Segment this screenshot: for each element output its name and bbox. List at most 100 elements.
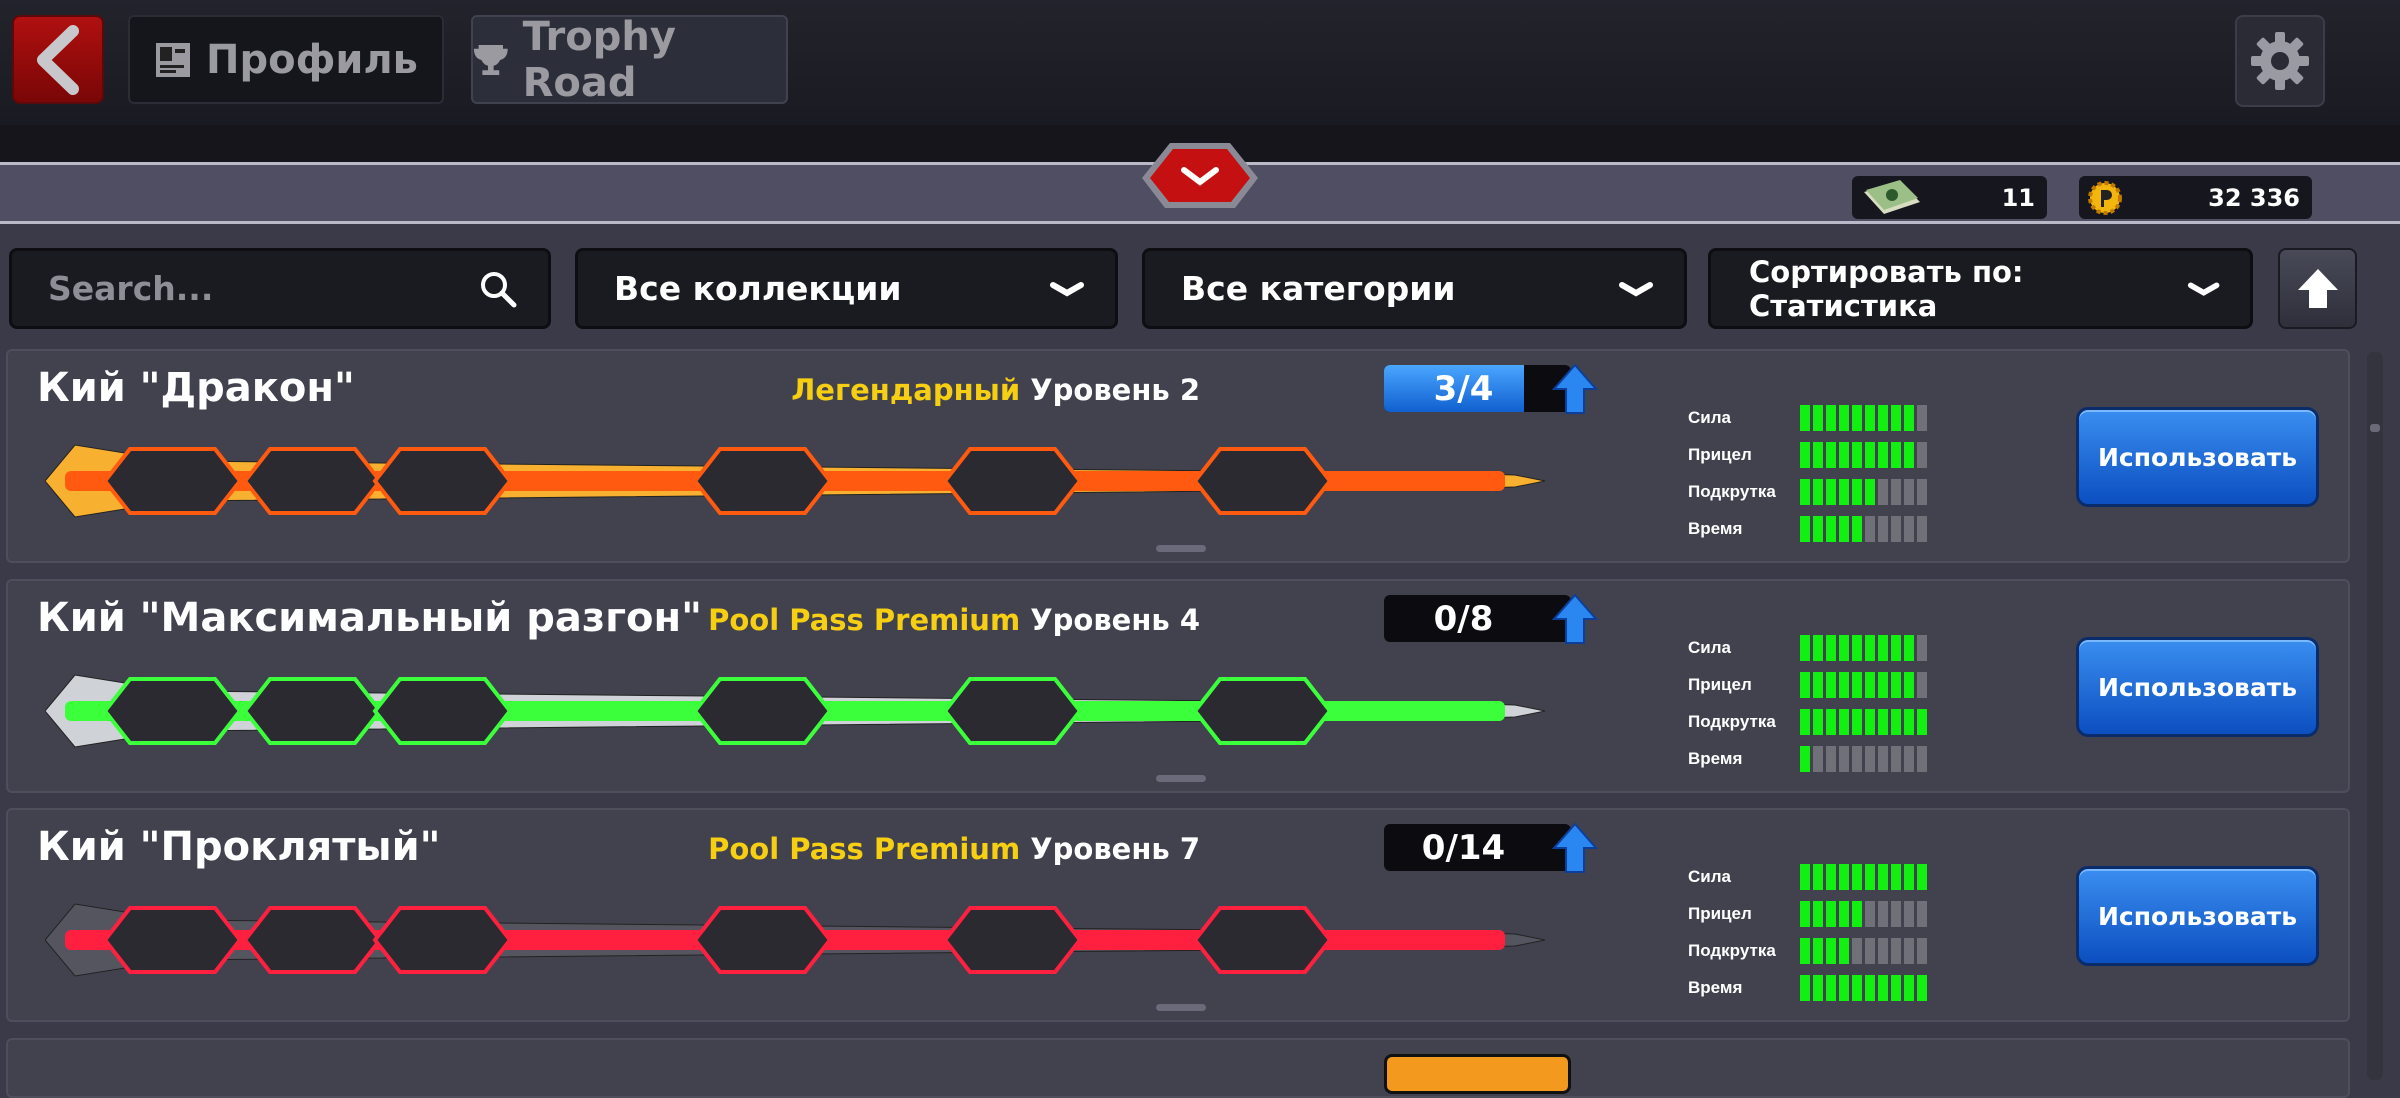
cue-ornament	[1192, 906, 1333, 974]
stat-segment	[1826, 478, 1836, 505]
back-button[interactable]	[12, 15, 104, 104]
cue-rarity-level: Pool Pass Premium Уровень 7	[708, 832, 1200, 866]
stat-segment	[1813, 974, 1823, 1001]
stat-segment	[1865, 441, 1875, 468]
cue-ornament	[242, 447, 383, 515]
stat-segment	[1878, 441, 1888, 468]
tab-trophy-road[interactable]: Trophy Road	[471, 14, 788, 106]
cue-ornament	[942, 677, 1083, 745]
scrollbar-thumb[interactable]	[2370, 424, 2380, 432]
cue-ornament	[102, 906, 243, 974]
tab-profile-label: Профиль	[206, 36, 418, 83]
stat-segment	[1852, 900, 1862, 927]
stat-label: Прицел	[1688, 444, 1752, 464]
stat-segment	[1852, 404, 1862, 431]
categories-dropdown[interactable]: Все категории	[1142, 248, 1687, 329]
search-input[interactable]: Search...	[9, 248, 551, 329]
stat-segment	[1813, 900, 1823, 927]
chevron-down-icon	[2187, 282, 2220, 296]
stat-segment	[1878, 708, 1888, 735]
stat-segment	[1878, 937, 1888, 964]
stat-segment	[1826, 708, 1836, 735]
tab-profile[interactable]: Профиль	[128, 15, 444, 104]
collapse-button[interactable]	[1140, 140, 1260, 211]
cue-ornament	[692, 447, 833, 515]
scrollbar[interactable]	[2367, 352, 2383, 1080]
stat-segment	[1813, 404, 1823, 431]
stat-label: Сила	[1688, 866, 1731, 886]
stat-segment	[1904, 515, 1914, 542]
stat-segment	[1917, 937, 1927, 964]
drag-handle[interactable]	[1156, 775, 1206, 782]
stat-segment	[1800, 745, 1810, 772]
stat-segment	[1878, 515, 1888, 542]
cue-ornament	[1192, 447, 1333, 515]
upgrade-arrow-icon[interactable]	[1552, 822, 1598, 874]
stat-segment	[1800, 671, 1810, 698]
stat-segment	[1839, 745, 1849, 772]
stat-segment	[1917, 745, 1927, 772]
use-cue-button[interactable]: Использовать	[2076, 866, 2319, 966]
stat-segment	[1891, 900, 1901, 927]
collections-dropdown[interactable]: Все коллекции	[575, 248, 1118, 329]
arrow-up-icon	[2297, 268, 2338, 308]
cash-amount: 11	[2001, 183, 2035, 212]
stat-segment	[1917, 404, 1927, 431]
stat-row: Подкрутка	[1688, 473, 1930, 510]
stat-segment	[1826, 974, 1836, 1001]
stat-label: Прицел	[1688, 903, 1752, 923]
stat-segment	[1878, 863, 1888, 890]
stat-segment	[1891, 745, 1901, 772]
stat-segment	[1839, 441, 1849, 468]
stat-segment	[1839, 974, 1849, 1001]
upgrade-arrow-icon[interactable]	[1552, 363, 1598, 415]
stat-segment	[1865, 708, 1875, 735]
stat-segment	[1917, 708, 1927, 735]
cue-image	[45, 674, 1546, 748]
drag-handle[interactable]	[1156, 545, 1206, 552]
stat-segment	[1800, 478, 1810, 505]
stat-segment	[1813, 478, 1823, 505]
use-cue-button[interactable]: Использовать	[2076, 637, 2319, 737]
sort-dropdown[interactable]: Сортировать по: Статистика	[1708, 248, 2253, 329]
use-cue-button[interactable]: Использовать	[2076, 407, 2319, 507]
pool-coin-icon	[2088, 180, 2122, 215]
cue-ornament	[102, 677, 243, 745]
stat-segment	[1917, 515, 1927, 542]
stat-segment	[1891, 937, 1901, 964]
stat-label: Сила	[1688, 407, 1731, 427]
stat-segment	[1891, 515, 1901, 542]
stat-segment	[1891, 671, 1901, 698]
stat-segment	[1813, 515, 1823, 542]
coin-balance: 32 336	[2079, 176, 2312, 219]
stat-segment	[1813, 863, 1823, 890]
coin-amount: 32 336	[2208, 183, 2300, 212]
stat-segment	[1878, 404, 1888, 431]
stat-segment	[1852, 634, 1862, 661]
use-button-label: Использовать	[2098, 901, 2297, 931]
stat-segment	[1878, 745, 1888, 772]
upgrade-arrow-icon[interactable]	[1552, 593, 1598, 645]
drag-handle[interactable]	[1156, 1004, 1206, 1011]
stat-segment	[1826, 515, 1836, 542]
stat-segment	[1813, 937, 1823, 964]
cue-name: Кий "Проклятый"	[37, 824, 441, 870]
cash-icon	[1864, 179, 1920, 214]
progress-text: 3/4	[1433, 368, 1494, 409]
stat-segment	[1878, 900, 1888, 927]
sort-direction-button[interactable]	[2278, 248, 2357, 329]
stat-segment	[1813, 745, 1823, 772]
cue-rarity: Pool Pass Premium	[708, 832, 1021, 866]
settings-button[interactable]	[2235, 15, 2325, 107]
sort-value: Сортировать по: Статистика	[1749, 254, 2024, 323]
cue-ornament	[372, 906, 513, 974]
stat-segment	[1891, 863, 1901, 890]
upgrade-progress: 3/4	[1384, 365, 1571, 412]
categories-value: Все категории	[1181, 269, 1456, 308]
stat-segment	[1852, 515, 1862, 542]
stat-segment	[1865, 404, 1875, 431]
stat-segment	[1826, 745, 1836, 772]
stat-label: Прицел	[1688, 674, 1752, 694]
